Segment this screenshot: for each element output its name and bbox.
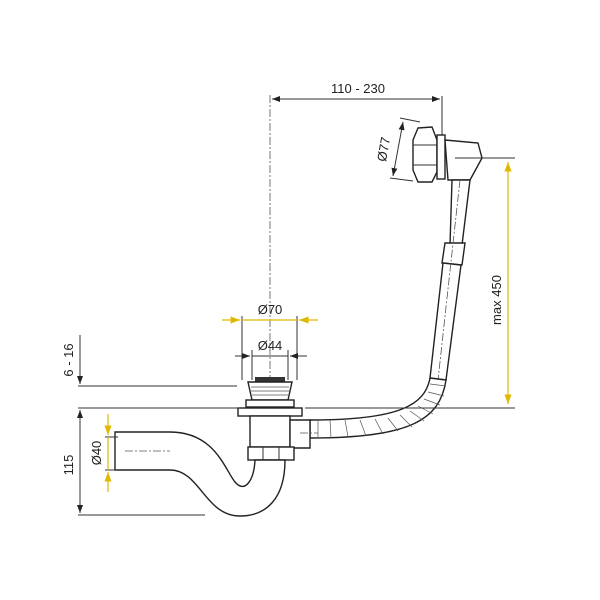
drain-and-trap [114,377,318,517]
overflow-offset-label: 110 - 230 [331,81,385,96]
bath-thickness-label: 6 - 16 [61,343,76,376]
drain-diameter-dimensions: Ø70 Ø44 [222,302,318,380]
drain-inner-diameter-label: Ø44 [258,338,283,353]
left-dimensions: 6 - 16 115 Ø40 [61,335,240,516]
max-height-label: max 450 [489,275,504,325]
overflow-hose [309,179,471,439]
outlet-diameter-label: Ø40 [89,441,104,466]
overflow-diameter-dimension: Ø77 [374,117,421,182]
trap-height-label: 115 [61,455,76,476]
overflow-offset-dimension: 110 - 230 [272,81,443,135]
overflow-diameter-label: Ø77 [374,136,393,163]
max-height-dimension: max 450 [305,157,515,409]
drain-outer-diameter-label: Ø70 [258,302,283,317]
overflow-head [412,126,483,183]
